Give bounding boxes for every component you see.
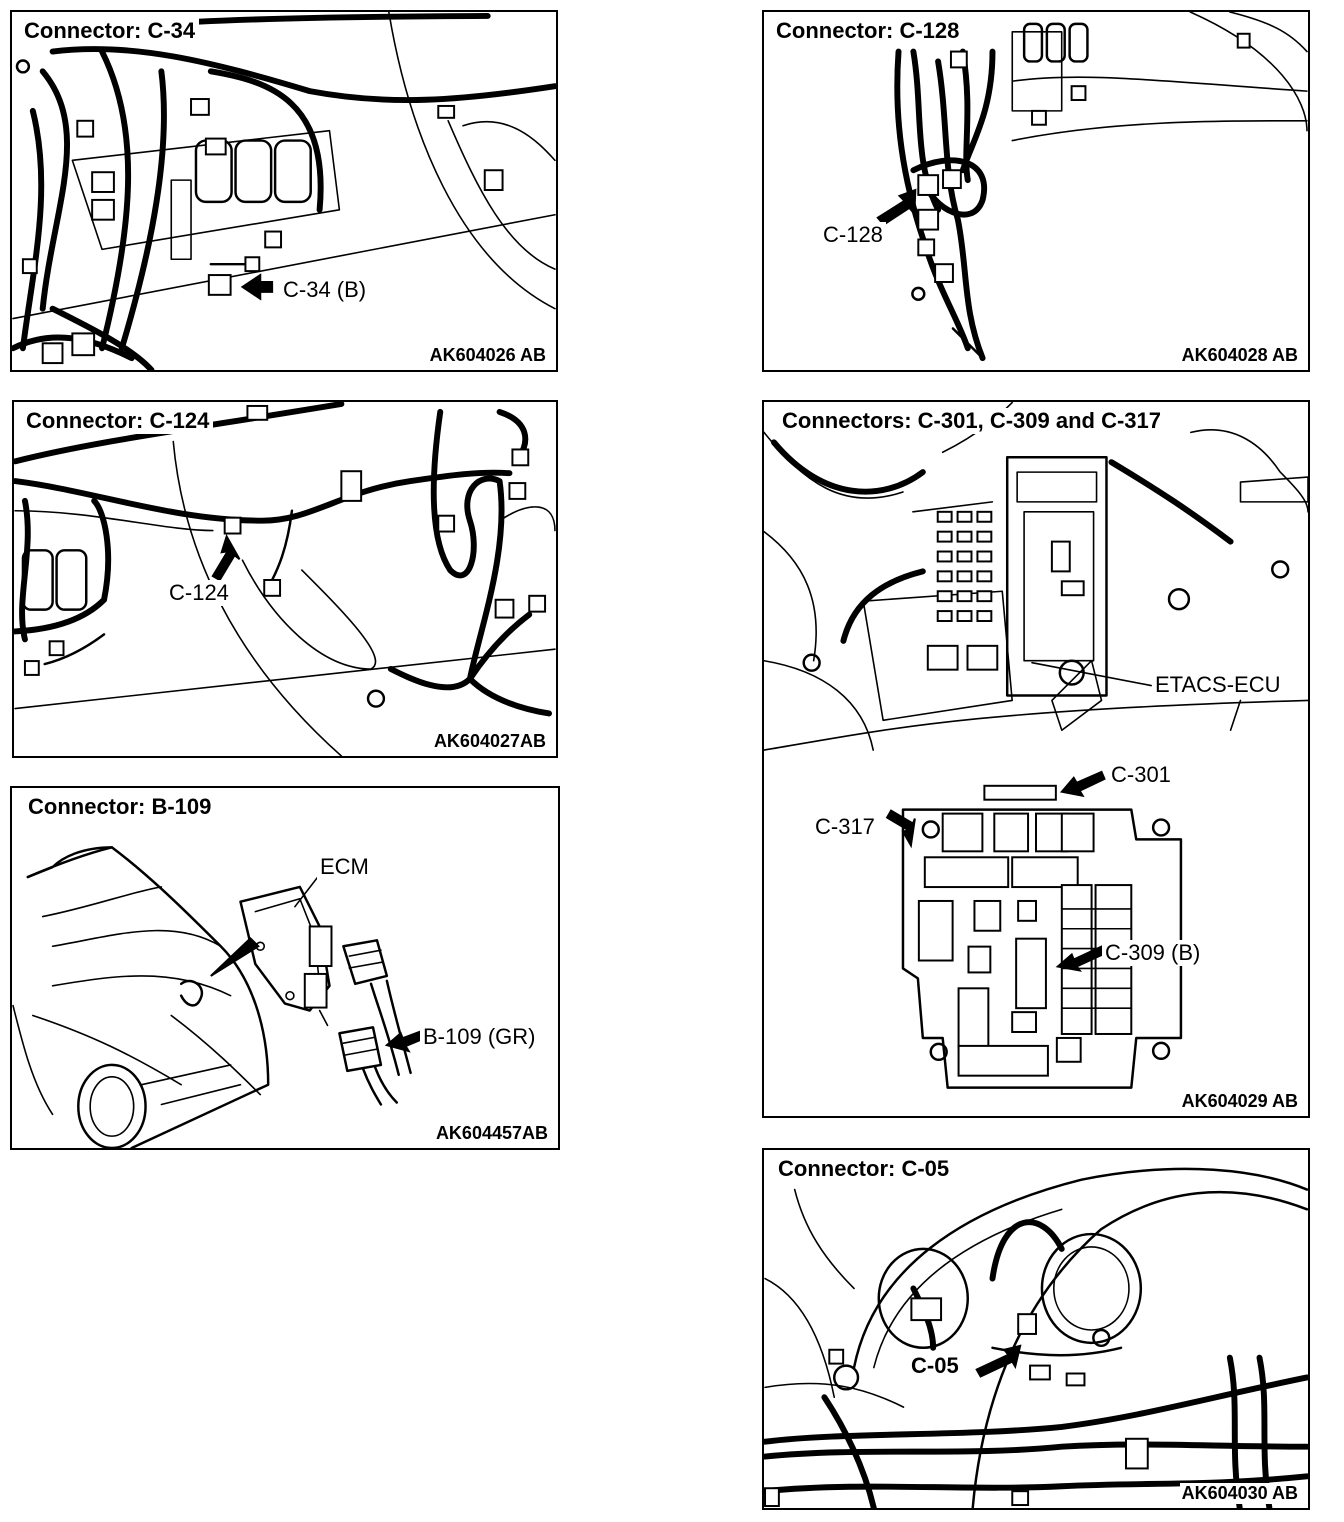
arrow-c124 xyxy=(211,534,241,582)
panel-title: Connector: C-05 xyxy=(774,1156,954,1182)
diagram-c124 xyxy=(14,402,556,756)
arrow-c317 xyxy=(885,809,916,849)
panel-title: Connector: C-34 xyxy=(20,18,200,44)
callout-c301: C-301 xyxy=(1108,762,1174,788)
panel-title: Connectors: C-301, C-309 and C-317 xyxy=(778,408,1165,434)
figure-code: AK604029 AB xyxy=(1179,1091,1300,1112)
arrow-c301 xyxy=(1059,770,1106,798)
fuse-grid-upper xyxy=(926,510,1085,671)
figure-code: AK604026 AB xyxy=(427,345,548,366)
panel-connector-b109: Connector: B-109 ECM B-109 (GR) AK604457… xyxy=(10,786,560,1150)
panel-title: Connector: B-109 xyxy=(24,794,216,820)
callout-c124: C-124 xyxy=(166,580,232,606)
diagram-b109 xyxy=(12,846,431,1148)
arrow-c128 xyxy=(876,188,917,226)
callout-c309-b: C-309 (B) xyxy=(1102,940,1204,966)
callout-c05: C-05 xyxy=(908,1353,962,1379)
panel-connectors-c301-c309-c317: Connectors: C-301, C-309 and C-317 ETACS… xyxy=(762,400,1310,1118)
arrow-c34 xyxy=(240,273,274,301)
panel-title: Connector: C-128 xyxy=(772,18,964,44)
callout-b109-gr: B-109 (GR) xyxy=(420,1024,539,1050)
callout-c128: C-128 xyxy=(820,222,886,248)
callout-c317: C-317 xyxy=(812,814,878,840)
figure-code: AK604027AB xyxy=(431,731,548,752)
panel-connector-c05: Connector: C-05 C-05 AK604030 AB xyxy=(762,1148,1310,1510)
diagram-etacs-ecu xyxy=(764,402,1308,1089)
panel-connector-c124: Connector: C-124 C-124 AK604027AB xyxy=(12,400,558,758)
figure-code: AK604028 AB xyxy=(1179,345,1300,366)
diagram-c05 xyxy=(764,1167,1308,1508)
diagram-c34 xyxy=(12,12,556,370)
callout-etacs-ecu: ETACS-ECU xyxy=(1152,672,1284,698)
figure-code: AK604457AB xyxy=(433,1123,550,1144)
panel-title: Connector: C-124 xyxy=(22,408,214,434)
callout-ecm: ECM xyxy=(317,854,372,880)
figure-code: AK604030 AB xyxy=(1179,1483,1300,1504)
arrow-c05 xyxy=(975,1344,1022,1378)
callout-c34-b: C-34 (B) xyxy=(280,277,370,303)
diagram-c128 xyxy=(876,12,1308,362)
panel-connector-c34: Connector: C-34 C-34 (B) AK604026 AB xyxy=(10,10,558,372)
panel-connector-c128: Connector: C-128 C-128 AK604028 AB xyxy=(762,10,1310,372)
